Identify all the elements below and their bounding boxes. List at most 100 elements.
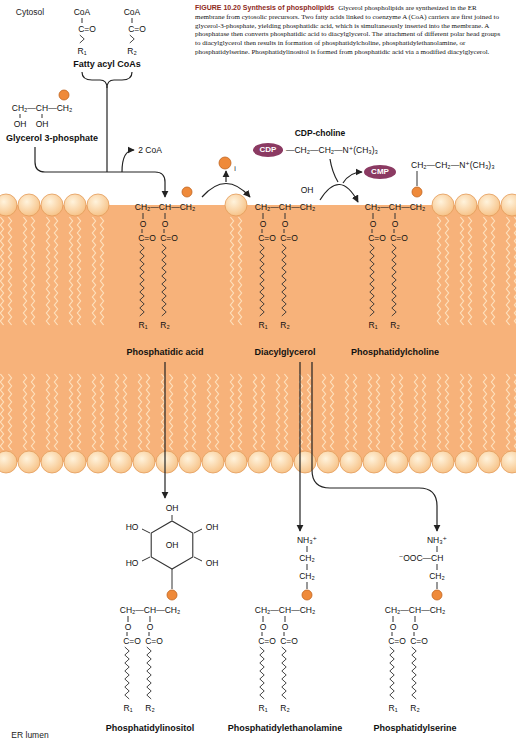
bond-line xyxy=(194,557,202,561)
atom-label: C=O xyxy=(123,637,141,646)
lipid-tail xyxy=(8,374,11,450)
lipid-tail xyxy=(123,374,126,450)
atom-label: CH₂—CH—CH₂ xyxy=(365,203,425,212)
atom-label: R₁ xyxy=(123,704,132,713)
bond-line xyxy=(394,229,395,233)
lipid-head xyxy=(156,451,178,473)
bond-line xyxy=(172,515,173,520)
atom-label: OH xyxy=(301,186,314,195)
atom-label: CoA xyxy=(124,8,141,17)
subscript-label: i xyxy=(234,165,236,172)
lipid-tail xyxy=(69,374,72,450)
lipid-tail xyxy=(192,374,195,450)
lipid-tail xyxy=(8,217,11,325)
lipid-tail xyxy=(261,374,264,450)
lipid-tail xyxy=(100,374,103,450)
lipid-tail xyxy=(0,374,3,450)
atom-label: CH₂ xyxy=(299,572,315,581)
lipid-tail xyxy=(0,217,3,325)
reaction-arrow xyxy=(320,184,358,202)
lipid-tail xyxy=(31,374,34,450)
atom-label: C=O xyxy=(280,234,298,243)
fatty-acid-chain xyxy=(390,647,394,699)
caption-text: Glycerol phospholipids are synthesized i… xyxy=(195,4,500,56)
bond-line xyxy=(142,557,150,561)
atom-label: R₁ xyxy=(258,321,267,330)
lipid-tail xyxy=(399,374,402,450)
reaction-arrow xyxy=(164,362,165,498)
atom-label: HO xyxy=(126,559,139,568)
compartment-label: Cytosol xyxy=(16,8,44,17)
bracket-line xyxy=(107,72,132,88)
atom-label: R₂ xyxy=(127,47,136,56)
lipid-tail xyxy=(207,374,210,450)
nucleotide-oval: CMP xyxy=(364,165,396,179)
lipid-tail xyxy=(322,374,325,450)
lipid-tail xyxy=(215,374,218,450)
lipid-tail xyxy=(345,374,348,450)
nucleotide-name: CDP xyxy=(260,145,277,154)
lipid-tail xyxy=(506,217,509,325)
atom-label: OH xyxy=(14,120,27,129)
bracket-line xyxy=(82,72,107,88)
atom-label: C=O xyxy=(410,637,428,646)
lipid-tail xyxy=(23,217,26,325)
lipid-tail xyxy=(23,374,26,450)
atom-label: CH₂—CH—CH₂ xyxy=(255,606,315,615)
lipid-tail xyxy=(422,374,425,450)
bond-line xyxy=(128,616,129,622)
lipid-tail xyxy=(276,374,279,450)
lipid-tail xyxy=(437,374,440,450)
lipid-head xyxy=(87,451,109,473)
lipid-head xyxy=(225,194,247,216)
lipid-tail xyxy=(100,217,103,325)
lipid-tail xyxy=(138,374,141,450)
bond-line xyxy=(414,632,415,636)
lipid-head xyxy=(18,451,40,473)
lipid-head xyxy=(133,451,155,473)
molecule-bonds xyxy=(20,18,442,699)
atom-label: O xyxy=(162,220,169,229)
lipid-head xyxy=(317,451,339,473)
atom-label: O xyxy=(125,623,132,632)
lipid-tail xyxy=(169,374,172,450)
atom-label: R₂ xyxy=(145,704,154,713)
atom-label: O xyxy=(412,623,419,632)
atom-label: R₂ xyxy=(280,321,289,330)
fatty-acid-chain xyxy=(392,244,396,316)
fatty-acid-chain xyxy=(130,35,134,43)
bond-line xyxy=(142,229,143,233)
atom-label: C=O xyxy=(390,234,408,243)
lipid-tail xyxy=(253,374,256,450)
lipid-tail xyxy=(115,374,118,450)
atom-label: OH xyxy=(36,120,49,129)
lipid-head xyxy=(432,194,454,216)
lipid-head xyxy=(501,194,516,216)
atom-label: NH₃⁺ xyxy=(297,536,317,545)
bond-line xyxy=(82,18,83,23)
lipid-tail xyxy=(460,374,463,450)
atom-label: CH₂—CH—CH₂ xyxy=(120,606,180,615)
atom-label: R₁ xyxy=(388,704,397,713)
lipid-tail xyxy=(31,217,34,325)
lipid-head xyxy=(225,451,247,473)
lipid-head xyxy=(340,451,362,473)
lipid-tail xyxy=(514,217,516,325)
atom-label: OH xyxy=(166,504,179,513)
lipid-tail xyxy=(391,374,394,450)
lipid-head xyxy=(363,451,385,473)
lipid-head xyxy=(455,451,477,473)
atom-label: C=O xyxy=(145,637,163,646)
fatty-acid-chain xyxy=(80,35,84,43)
er-membrane xyxy=(0,194,516,473)
lipid-head xyxy=(18,194,40,216)
atom-label: C=O xyxy=(388,637,406,646)
bond-line xyxy=(164,229,165,233)
reaction-arrow xyxy=(35,147,165,197)
bond-line xyxy=(150,616,151,622)
membrane-core xyxy=(0,205,516,462)
release-arrow xyxy=(225,171,226,182)
input-line xyxy=(330,159,338,182)
molecule-name: Phosphatidylcholine xyxy=(351,348,439,357)
lipid-tail xyxy=(514,374,516,450)
